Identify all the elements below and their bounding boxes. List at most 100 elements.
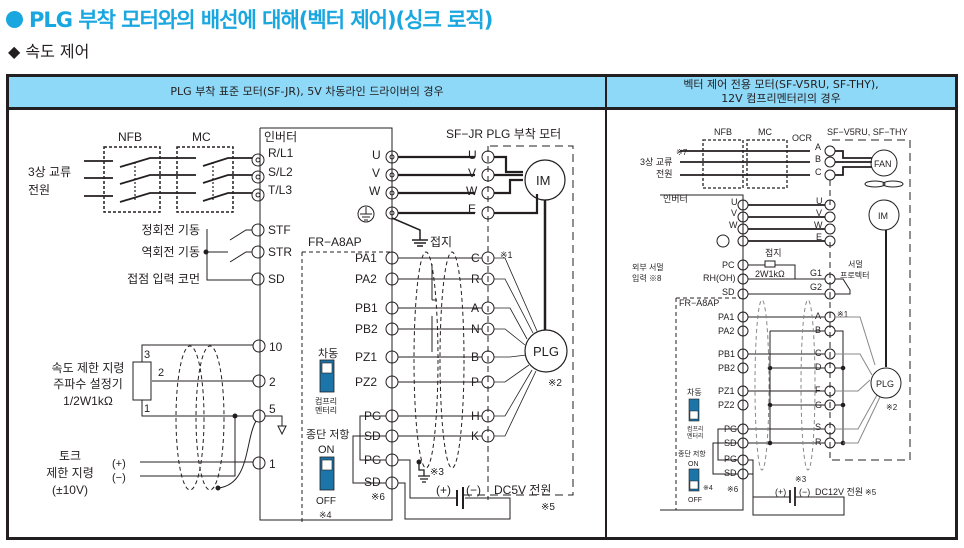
r-enc-b-label: B	[815, 325, 821, 335]
resistor-label: 2W1kΩ	[755, 269, 785, 279]
note7-label: ※7	[676, 148, 688, 157]
power-label-2: 전원	[28, 183, 50, 197]
thermal-label-2: 프로텍터	[840, 270, 869, 280]
right-panel-header: 벡터 제어 전용 모터(SF-V5RU, SF-THY),12V 컴프리멘터리의…	[607, 77, 955, 110]
comp-label-1: 컴프리	[315, 397, 337, 406]
r-pg2-label: PG	[724, 454, 737, 464]
terminal-10-label: 10	[269, 340, 283, 354]
note2-label: ※2	[548, 378, 562, 389]
option-board-outline	[301, 251, 390, 522]
r-note1-label: ※1	[837, 310, 849, 319]
r-termination-switch[interactable]	[688, 468, 700, 492]
r-ground-symbol-icon	[716, 234, 730, 248]
terminal-1-label: 1	[269, 457, 276, 471]
motor-e-label: E	[468, 202, 476, 216]
terminal-rl1-label: R/L1	[268, 146, 294, 160]
torque-label-1: 토크	[59, 449, 81, 463]
mc-box	[176, 146, 234, 213]
r-power-label-1: 3상 교류	[640, 157, 672, 167]
sd2-label: SD	[364, 475, 381, 489]
r-note4-label: ※4	[703, 485, 713, 492]
on-label: ON	[318, 444, 335, 456]
option-label: FR−A8AP	[308, 235, 362, 249]
g2-label: G2	[810, 282, 822, 292]
r-inv-v-label: V	[731, 208, 737, 218]
r-nfb-label: NFB	[714, 127, 732, 137]
dc12v-label: DC12V 전원	[815, 487, 863, 497]
r-plg-encoder-icon	[870, 367, 902, 399]
power-terminals	[251, 153, 265, 202]
terminal-stf-label: STF	[268, 223, 291, 237]
right-header-line1: 벡터 제어 전용 모터(SF-V5RU, SF-THY),	[683, 78, 879, 91]
left-wiring-diagram: NFB MC 3상 교류 전원 인버터 R/L1 S/L2 T/L3 STF S…	[28, 127, 574, 522]
terminal-sl2-label: S/L2	[268, 165, 293, 179]
pot-label-3: 1/2W1kΩ	[63, 394, 113, 408]
r-mc-label: MC	[758, 127, 772, 137]
r-pb2-label: PB2	[718, 363, 735, 373]
r-note2-label: ※2	[886, 403, 898, 412]
r-diff-comp-switch[interactable]	[688, 398, 700, 422]
r-sd-label: SD	[722, 287, 735, 297]
r-ground-label: 접지	[765, 247, 782, 258]
r-motor-title: SF−V5RU, SF−THY	[827, 127, 908, 137]
terminal-2-label: 2	[269, 375, 276, 389]
power-label-1: 3상 교류	[28, 165, 71, 179]
torque-minus-label: (−)	[112, 472, 126, 484]
right-header-line2: 12V 컴프리멘터리의 경우	[721, 92, 841, 105]
r-termination-label: 종단 저항	[678, 449, 706, 458]
r-pz2-label: PZ2	[718, 400, 735, 410]
note3-label: ※3	[430, 467, 444, 478]
pc-label: PC	[722, 260, 735, 270]
r-pb1-label: PB1	[718, 349, 735, 359]
r-ocr-label: OCR	[792, 133, 813, 143]
fan-icon	[870, 149, 898, 177]
dc5v-label: DC5V 전원	[494, 483, 551, 497]
note5-label: ※5	[541, 502, 555, 513]
bullet-icon	[6, 11, 23, 28]
forward-start-label: 정회전 기동	[141, 223, 200, 237]
pot-pin1-label: 1	[144, 403, 150, 415]
r-comp-label-2: 멘터리	[687, 432, 704, 440]
encoder-terminals	[385, 251, 495, 490]
r-enc-a-label: A	[815, 311, 821, 321]
pz2-label: PZ2	[355, 375, 377, 389]
motor-u-label: U	[468, 148, 477, 162]
motor-w-label: W	[466, 184, 478, 198]
torque-label-3: (±10V)	[52, 483, 88, 497]
battery-minus-label: (−)	[466, 483, 481, 497]
r-inverter-label: 인버터	[663, 194, 688, 204]
torque-plus-label: (+)	[112, 458, 126, 470]
thermal-label-1: 서멀	[848, 260, 863, 269]
motor-title: SF−JR PLG 부착 모터	[446, 127, 561, 141]
nfb-box	[103, 146, 161, 213]
r-diff-label: 차동	[687, 388, 702, 397]
r-fan-c-label: C	[815, 167, 822, 177]
r-battery-plus-label: (+)	[775, 487, 786, 497]
r-power-label-2: 전원	[656, 169, 673, 179]
pa1-label: PA1	[355, 251, 377, 265]
r-sd2-label: SD	[724, 468, 737, 478]
pot-label-1: 속도 제한 지령	[52, 361, 125, 375]
r-mot-e-label: E	[816, 232, 822, 242]
r-induction-motor-icon	[868, 199, 900, 231]
pz1-label: PZ1	[355, 350, 377, 364]
plg-label: PLG	[533, 344, 559, 359]
three-phase-lines	[84, 157, 252, 203]
r-inv-w-label: W	[729, 220, 738, 230]
pot-label-2: 주파수 설정기	[53, 377, 123, 391]
r-comp-label-1: 컴프리	[687, 425, 704, 433]
ground-symbol-icon	[357, 205, 375, 223]
rh-label: RH(OH)	[703, 273, 736, 283]
r-mot-w-label: W	[814, 220, 823, 230]
g1-label: G1	[810, 268, 822, 278]
r-pz1-label: PZ1	[718, 386, 735, 396]
inv-u-label: U	[372, 148, 381, 162]
termination-label: 종단 저항	[306, 428, 350, 441]
r-enc-d-label: D	[815, 362, 822, 372]
motor-v-label: V	[468, 166, 476, 180]
contact-common-label: 접점 입력 코먼	[127, 272, 200, 286]
terminal-tl3-label: T/L3	[268, 183, 292, 197]
r-plg-label: PLG	[876, 379, 894, 389]
mc-label: MC	[192, 130, 211, 144]
